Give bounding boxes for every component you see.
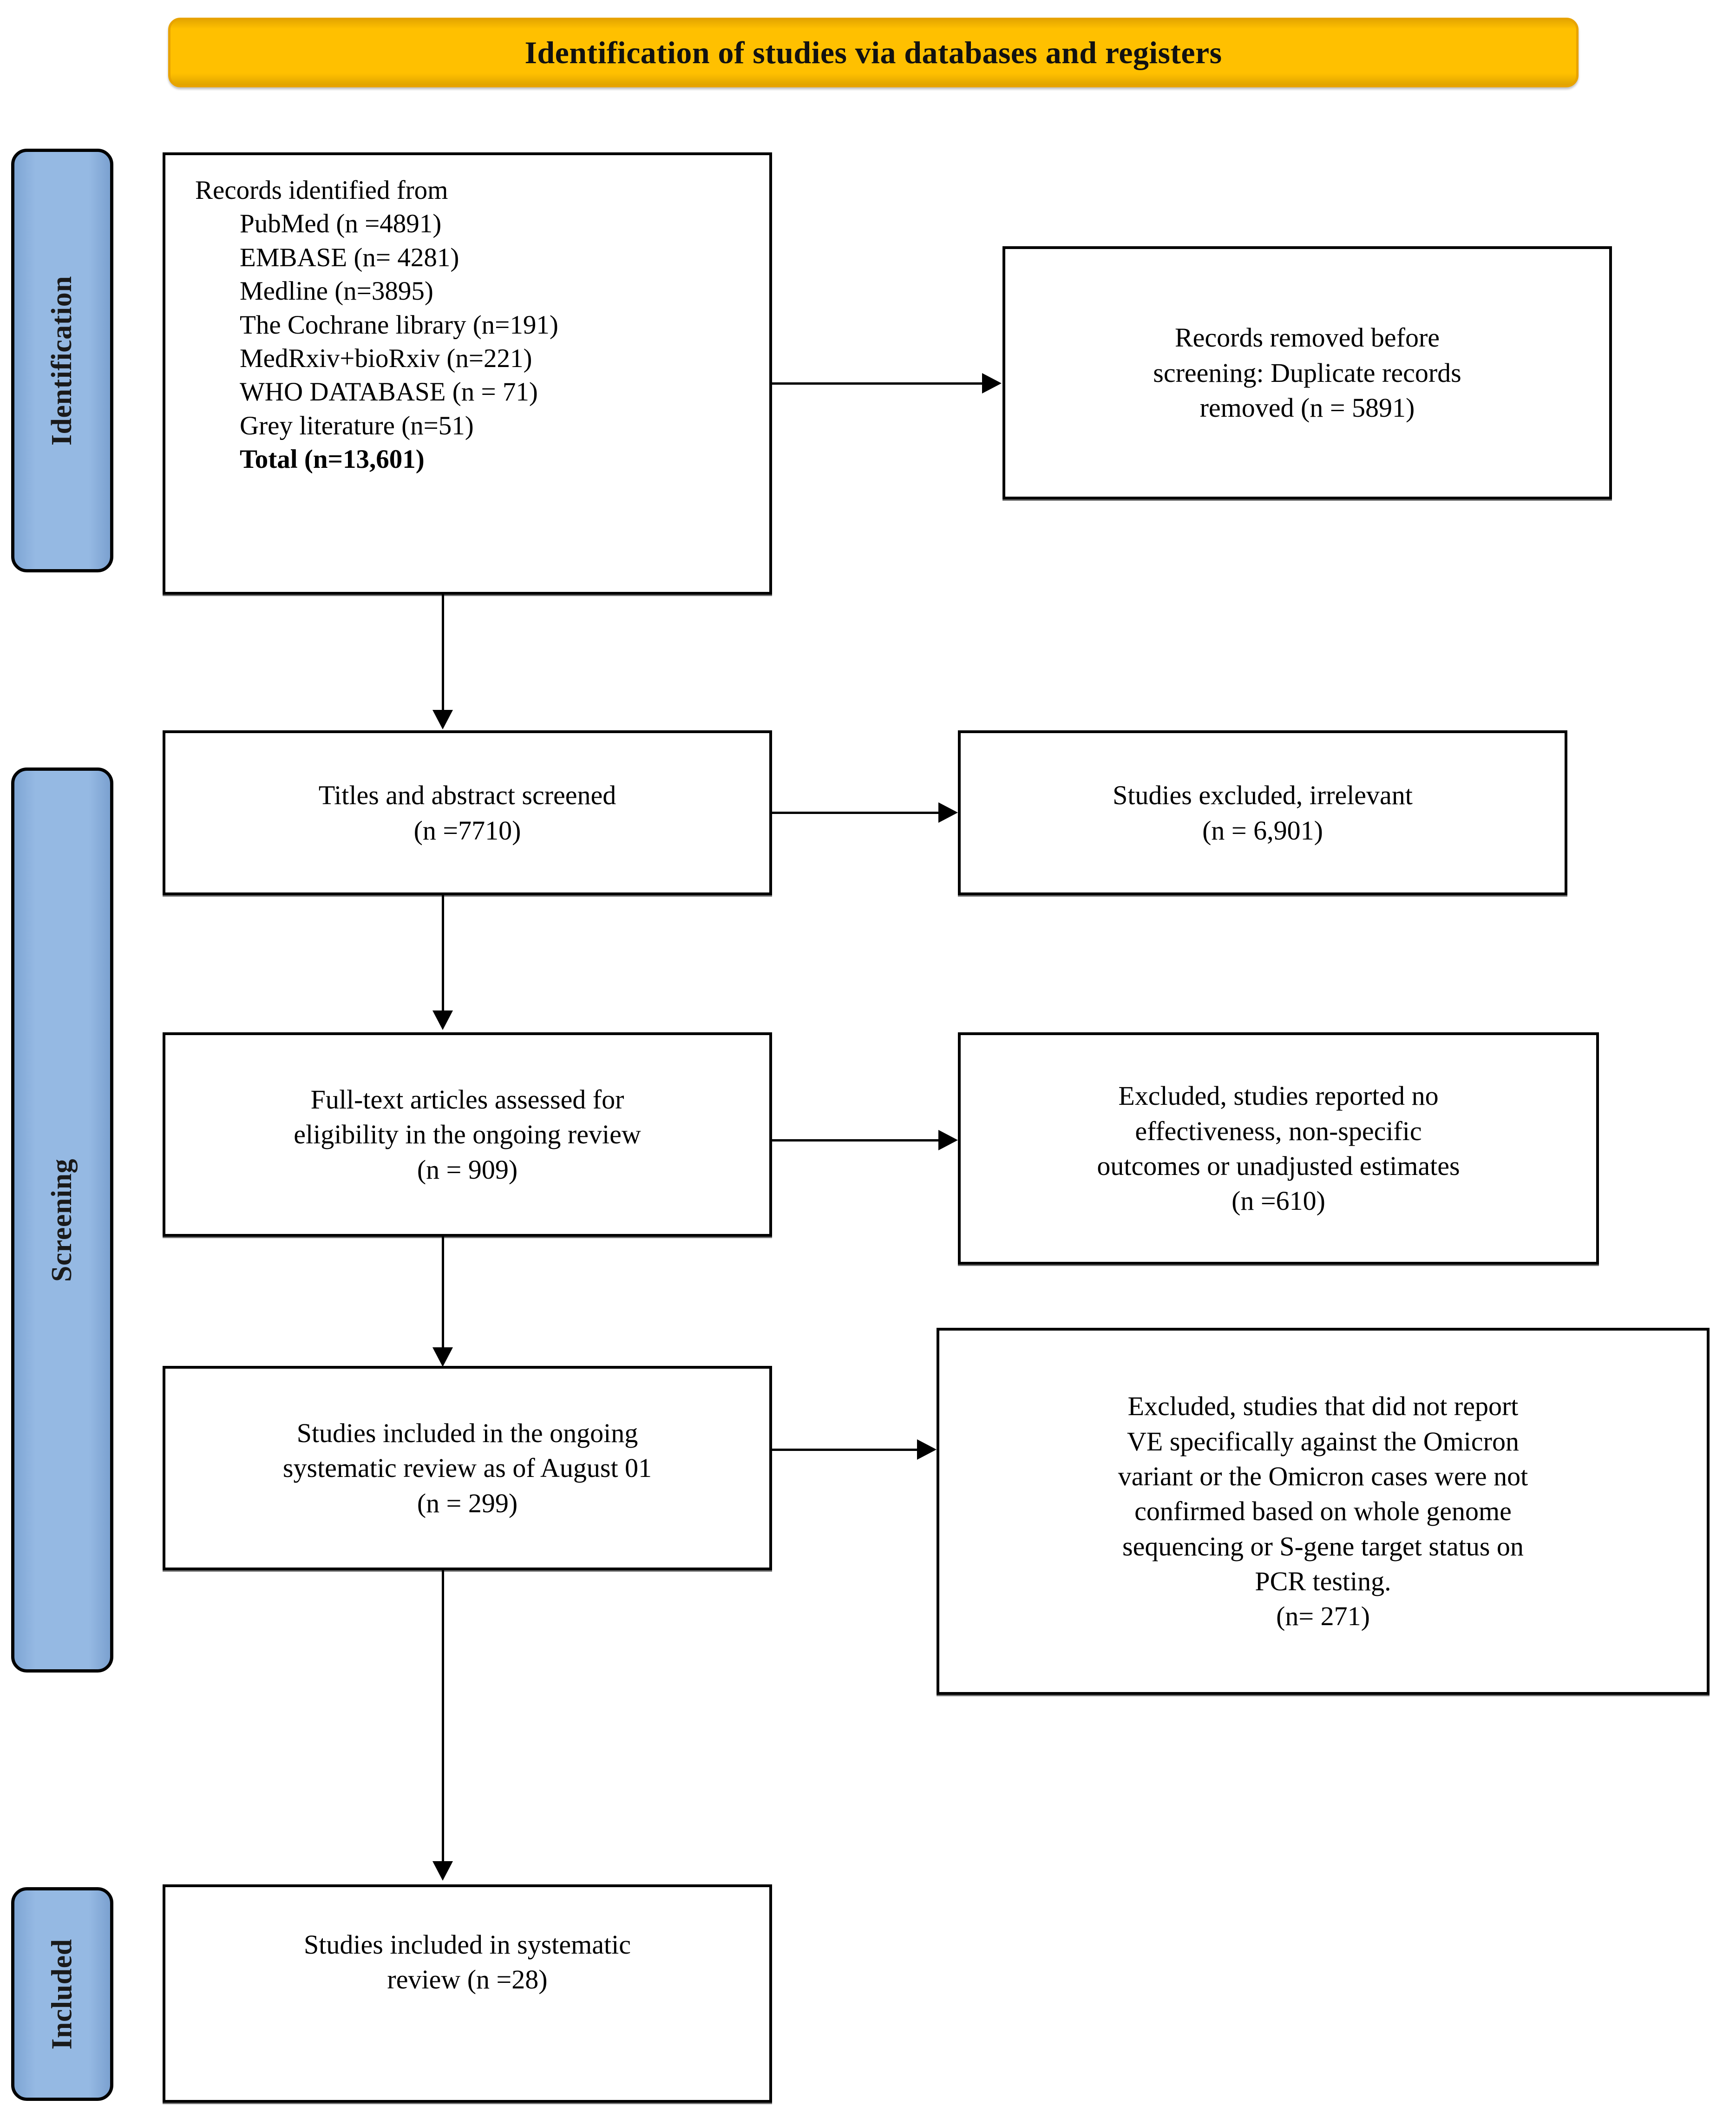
fulltext-assessed-line-1: Full-text articles assessed for: [310, 1084, 624, 1115]
records-source-grey-literature: Grey literature (n=51): [240, 411, 474, 440]
records-heading: Records identified from: [195, 176, 448, 205]
titles-screened-line-2: (n =7710): [413, 815, 521, 846]
titles-screened-line-1: Titles and abstract screened: [318, 780, 616, 811]
excluded-omicron-line-4: confirmed based on whole genome: [1134, 1496, 1512, 1527]
fulltext-assessed-line-2: eligibility in the ongoing review: [294, 1119, 641, 1150]
connector-titles-to-excluded: [772, 812, 938, 814]
records-source-who: WHO DATABASE (n = 71): [240, 377, 538, 407]
arrowhead-fulltext-to-excluded: [938, 1130, 958, 1150]
records-source-preprints: MedRxiv+bioRxiv (n=221): [240, 343, 532, 373]
stage-label-included: Included: [46, 1938, 78, 2050]
fulltext-assessed-line-3: (n = 909): [417, 1154, 518, 1185]
studies-excluded-irrelevant-line-1: Studies excluded, irrelevant: [1113, 780, 1413, 811]
box-studies-excluded-irrelevant: Studies excluded, irrelevant (n = 6,901): [958, 730, 1567, 895]
box-fulltext-assessed: Full-text articles assessed for eligibil…: [163, 1032, 772, 1237]
box-included-systematic-review: Studies included in systematic review (n…: [163, 1884, 772, 2103]
stage-pill-included: Included: [11, 1887, 113, 2101]
records-total: Total (n=13,601): [240, 445, 425, 474]
excluded-omicron-line-5: sequencing or S-gene target status on: [1122, 1531, 1524, 1561]
records-removed-line-3: removed (n = 5891): [1199, 393, 1415, 423]
arrowhead-titles-to-excluded: [938, 802, 958, 823]
stage-label-identification: Identification: [46, 276, 78, 446]
included-final-line-2: review (n =28): [387, 1964, 548, 1995]
records-source-medline: Medline (n=3895): [240, 276, 433, 306]
connector-fulltext-to-excluded: [772, 1139, 938, 1142]
records-source-pubmed: PubMed (n =4891): [240, 209, 442, 239]
records-removed-line-1: Records removed before: [1174, 322, 1440, 353]
stage-pill-screening: Screening: [11, 768, 113, 1673]
excluded-omicron-line-7: (n= 271): [1276, 1601, 1370, 1632]
connector-records-to-removed: [772, 382, 982, 385]
connector-titles-to-fulltext: [442, 895, 444, 1011]
included-final-line-1: Studies included in systematic: [304, 1929, 631, 1960]
connector-included-ongoing-to-final: [442, 1570, 444, 1862]
box-titles-abstract-screened: Titles and abstract screened (n =7710): [163, 730, 772, 895]
excluded-no-effectiveness-line-4: (n =610): [1232, 1186, 1325, 1216]
box-excluded-no-effectiveness: Excluded, studies reported no effectiven…: [958, 1032, 1599, 1265]
excluded-no-effectiveness-line-3: outcomes or unadjusted estimates: [1097, 1151, 1460, 1181]
arrowhead-records-to-titles: [432, 710, 453, 729]
box-included-ongoing-review: Studies included in the ongoing systemat…: [163, 1366, 772, 1570]
connector-fulltext-to-included-ongoing: [442, 1237, 444, 1348]
stage-label-screening: Screening: [46, 1158, 78, 1282]
excluded-no-effectiveness-line-1: Excluded, studies reported no: [1118, 1081, 1439, 1111]
diagram-title: Identification of studies via databases …: [524, 34, 1222, 70]
box-records-removed: Records removed before screening: Duplic…: [1002, 246, 1612, 499]
stage-pill-identification: Identification: [11, 149, 113, 572]
box-records-identified: Records identified from PubMed (n =4891)…: [163, 152, 772, 595]
records-source-cochrane: The Cochrane library (n=191): [240, 310, 558, 340]
excluded-omicron-line-2: VE specifically against the Omicron: [1127, 1426, 1519, 1456]
included-ongoing-line-2: systematic review as of August 01: [282, 1453, 652, 1483]
arrowhead-included-ongoing-to-final: [432, 1861, 453, 1881]
included-ongoing-line-3: (n = 299): [417, 1488, 518, 1518]
included-ongoing-line-1: Studies included in the ongoing: [296, 1417, 638, 1448]
arrowhead-records-to-removed: [982, 373, 1002, 394]
excluded-omicron-line-6: PCR testing.: [1255, 1566, 1391, 1597]
connector-records-to-titles: [442, 595, 444, 711]
diagram-header-banner: Identification of studies via databases …: [168, 18, 1579, 87]
arrowhead-fulltext-to-included-ongoing: [432, 1347, 453, 1367]
box-excluded-omicron: Excluded, studies that did not report VE…: [937, 1328, 1710, 1695]
excluded-omicron-line-1: Excluded, studies that did not report: [1127, 1391, 1519, 1422]
studies-excluded-irrelevant-line-2: (n = 6,901): [1202, 815, 1323, 846]
arrowhead-titles-to-fulltext: [432, 1010, 453, 1030]
records-source-embase: EMBASE (n= 4281): [240, 243, 459, 272]
records-removed-line-2: screening: Duplicate records: [1153, 357, 1461, 388]
excluded-no-effectiveness-line-2: effectiveness, non-specific: [1135, 1115, 1422, 1146]
connector-included-ongoing-to-excluded-omicron: [772, 1449, 917, 1451]
arrowhead-included-ongoing-to-excluded-omicron: [917, 1439, 937, 1460]
excluded-omicron-line-3: variant or the Omicron cases were not: [1118, 1461, 1528, 1491]
